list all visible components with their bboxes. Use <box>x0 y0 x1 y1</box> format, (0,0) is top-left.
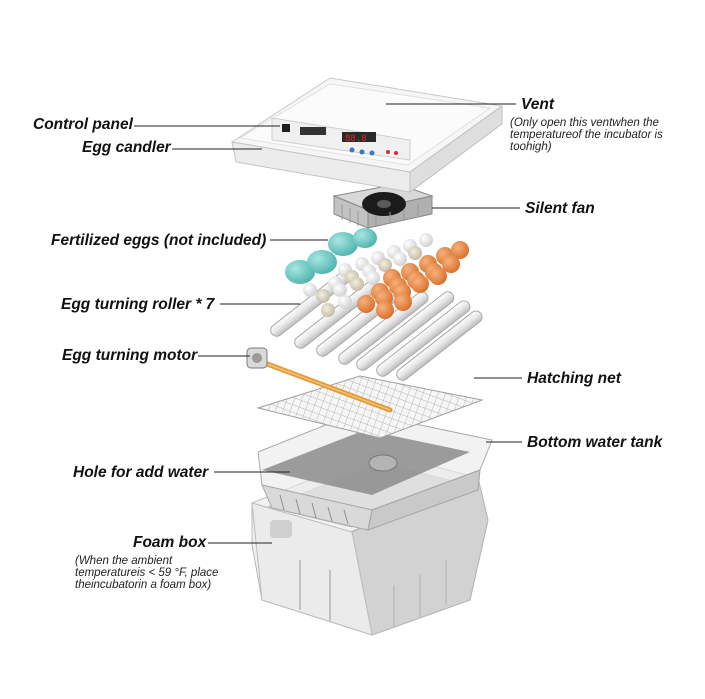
incubator-lid: 88.8 <box>230 77 504 193</box>
vent-note-line-3: toohigh) <box>510 141 552 153</box>
label-egg-candler: Egg candler <box>82 139 171 156</box>
label-control-panel: Control panel <box>33 116 133 133</box>
label-hole-for-add-water: Hole for add water <box>73 464 209 481</box>
label-hatching-net: Hatching net <box>527 370 621 387</box>
foam-box-handle-left <box>270 520 292 538</box>
silent-fan <box>332 183 434 229</box>
fertilized-eggs <box>285 228 469 319</box>
label-egg-turning-roller: Egg turning roller * 7 <box>61 296 215 313</box>
leader-lines <box>134 103 522 544</box>
label-silent-fan: Silent fan <box>525 200 595 217</box>
foam-note-line-1: (When the ambient <box>75 555 173 567</box>
egg-turning-motor <box>246 347 393 413</box>
hatching-net <box>256 375 484 439</box>
label-vent: Vent <box>521 96 555 113</box>
water-hole <box>368 454 398 472</box>
vent-note-line-2: temperatureof the incubator is <box>510 129 663 141</box>
foam-note-line-2: temperatureis < 59 °F, place <box>75 567 219 579</box>
control-panel-display-small <box>300 127 326 135</box>
bottom-water-tank <box>257 411 493 531</box>
control-panel-display <box>342 132 376 142</box>
label-foam-box: Foam box <box>133 534 207 551</box>
vent-note-line-1: (Only open this ventwhen the <box>510 117 659 129</box>
label-egg-turning-motor: Egg turning motor <box>62 347 198 364</box>
svg-text:88.8: 88.8 <box>345 134 367 144</box>
label-bottom-water-tank: Bottom water tank <box>527 434 663 451</box>
foam-note-line-3: theincubatorin a foam box) <box>75 579 212 591</box>
label-fertilized-eggs: Fertilized eggs (not included) <box>51 232 267 249</box>
